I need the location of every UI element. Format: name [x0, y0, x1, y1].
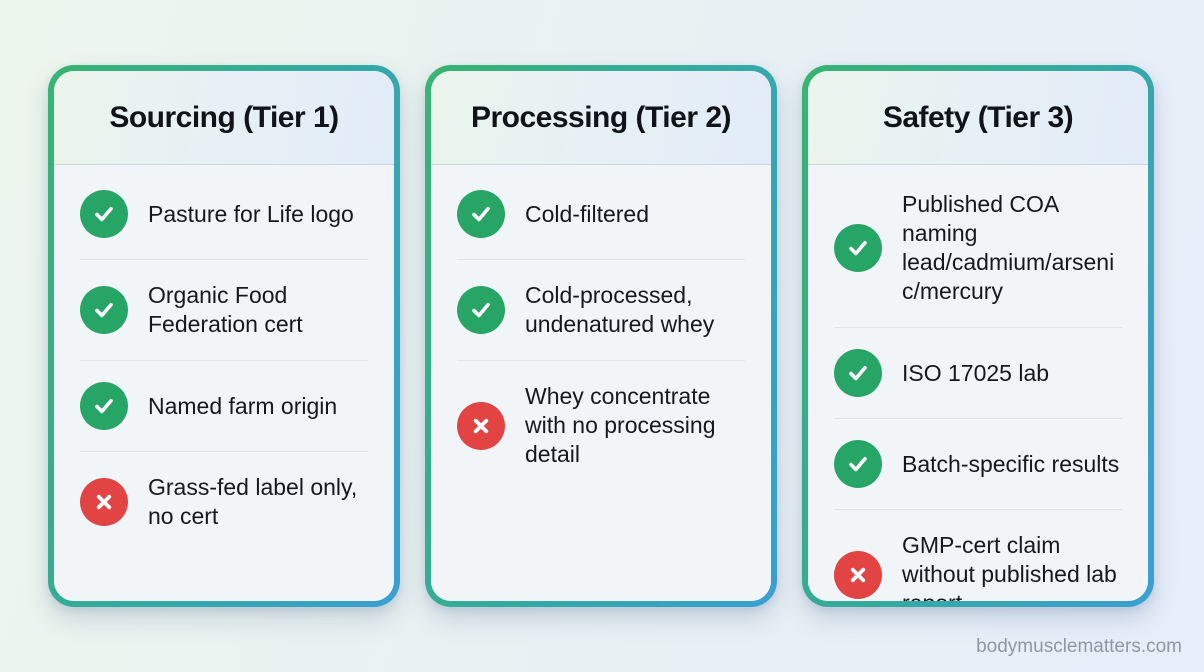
- card-title: Safety (Tier 3): [882, 100, 1074, 134]
- checklist-item: ISO 17025 lab: [834, 327, 1122, 418]
- card-header: Processing (Tier 2): [431, 71, 771, 165]
- check-icon: [80, 190, 128, 238]
- card-safety-tier-3: Safety (Tier 3) Published COA naming lea…: [802, 65, 1154, 607]
- checklist-item: Pasture for Life logo: [80, 169, 368, 259]
- checklist-item: Organic Food Federation cert: [80, 259, 368, 360]
- checklist-item-label: Whey concentrate with no processing deta…: [525, 383, 716, 467]
- card-body: Cold-filtered Cold-processed, undenature…: [431, 165, 771, 601]
- check-icon: [80, 382, 128, 430]
- checklist-item-label: ISO 17025 lab: [902, 359, 1050, 386]
- check-icon: [834, 440, 882, 488]
- check-icon: [834, 349, 882, 397]
- card-header: Sourcing (Tier 1): [54, 71, 394, 165]
- checklist-item: Grass-fed label only, no cert: [80, 451, 368, 552]
- checklist-item-label: Named farm origin: [148, 392, 338, 419]
- x-icon: [80, 478, 128, 526]
- card-title: Processing (Tier 2): [470, 100, 732, 134]
- watermark-site-name: bodymusclematters.com: [976, 636, 1182, 657]
- checklist-item-label: Grass-fed label only, no cert: [148, 474, 358, 529]
- check-icon: [457, 190, 505, 238]
- card-processing-tier-2: Processing (Tier 2) Cold-filtered Cold-p…: [425, 65, 777, 607]
- x-icon: [834, 550, 882, 599]
- checklist-item: Cold-filtered: [457, 169, 745, 259]
- checklist-item-label: Published COA naming lead/cadmium/arseni…: [902, 191, 1115, 304]
- checklist-item-label: Organic Food Federation cert: [148, 282, 303, 337]
- card-body: Pasture for Life logo Organic Food Feder…: [54, 165, 394, 601]
- checklist-item: Batch-specific results: [834, 418, 1122, 509]
- checklist-item: Named farm origin: [80, 360, 368, 451]
- checklist-item-label: Cold-processed, undenatured whey: [525, 282, 715, 337]
- x-icon: [457, 401, 505, 450]
- checklist-item: Whey concentrate with no processing deta…: [457, 360, 745, 490]
- card-header: Safety (Tier 3): [808, 71, 1148, 165]
- checklist-item: Cold-processed, undenatured whey: [457, 259, 745, 360]
- checklist-item-label: Batch-specific results: [902, 450, 1120, 477]
- check-icon: [80, 286, 128, 334]
- check-icon: [834, 224, 882, 272]
- card-sourcing-tier-1: Sourcing (Tier 1) Pasture for Life logo …: [48, 65, 400, 607]
- checklist-item: GMP-cert claim without published lab rep…: [834, 509, 1122, 601]
- tier-cards-container: Sourcing (Tier 1) Pasture for Life logo …: [48, 65, 1154, 607]
- checklist-item: Published COA naming lead/cadmium/arseni…: [834, 169, 1122, 327]
- card-title: Sourcing (Tier 1): [109, 100, 339, 134]
- checklist-item-label: GMP-cert claim without published lab rep…: [902, 532, 1117, 601]
- card-body: Published COA naming lead/cadmium/arseni…: [808, 165, 1148, 601]
- check-icon: [457, 286, 505, 334]
- checklist-item-label: Cold-filtered: [525, 200, 649, 227]
- checklist-item-label: Pasture for Life logo: [148, 200, 354, 227]
